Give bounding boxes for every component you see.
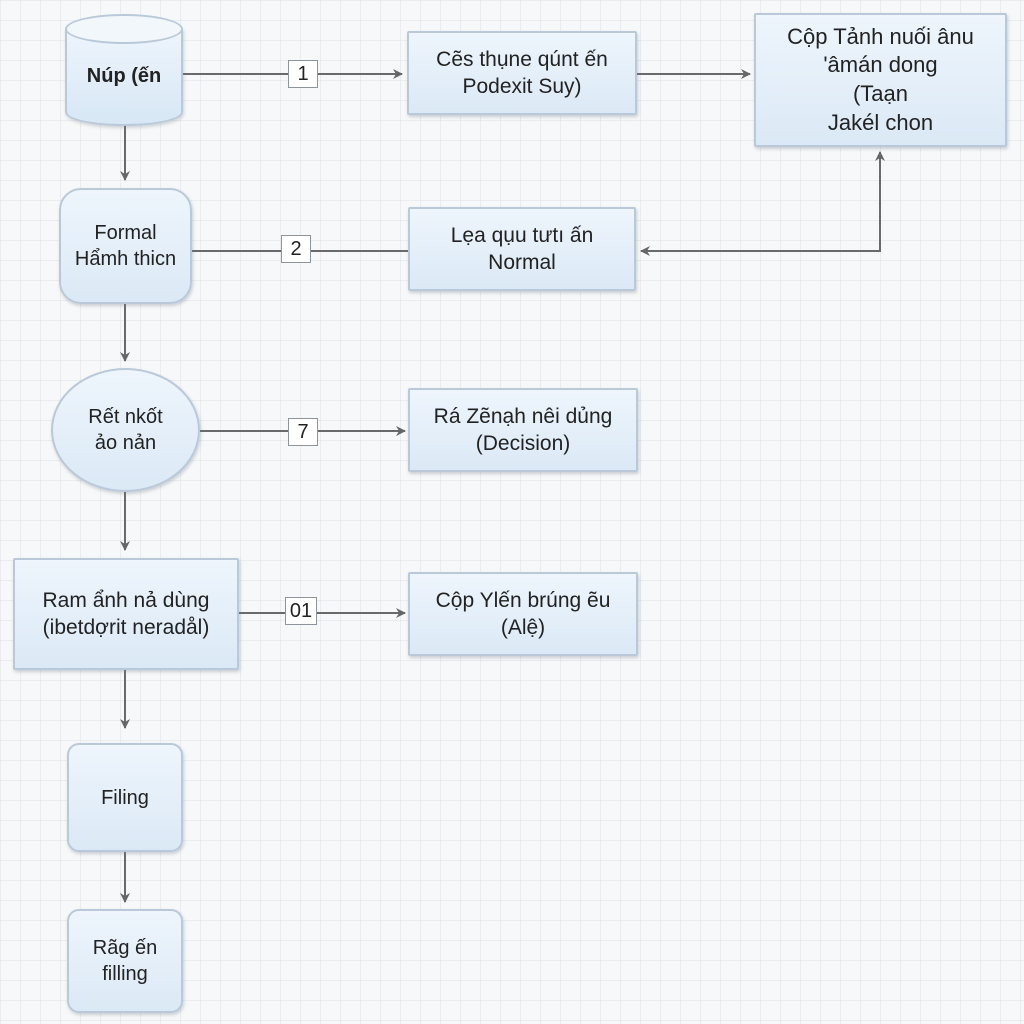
normal-line-1: Lẹa qụu tưtı ấn <box>450 223 594 247</box>
end-line-1: Rãg ến <box>92 937 158 959</box>
decision-line-1: Rá Zẽnạh nêi dủng <box>433 404 613 428</box>
edge-badge-3-label: 7 <box>297 420 309 443</box>
end-line-2: filling <box>102 963 148 985</box>
step-top-line-2: Podexit Suy) <box>462 75 582 98</box>
end-node: Rãg ến filling <box>67 909 183 1013</box>
formal-node: Formal Hẩmh thicn <box>59 188 192 304</box>
ret-line-1: Rết nkốt <box>88 406 163 428</box>
start-database-top <box>65 14 183 44</box>
start-node-label: Núp (ến <box>86 64 162 87</box>
result-top-line-4: Jakél chon <box>827 109 934 135</box>
ram-line-2: (ibetdợrit neradål) <box>42 616 210 639</box>
formal-line-2: Hẩmh thicn <box>74 248 177 270</box>
start-database-node: Núp (ến <box>65 28 183 126</box>
result-top-line-2: 'âmán dong <box>823 52 938 78</box>
cop-line-1: Cộp Ylến brúng ẽu <box>435 588 611 612</box>
ram-node: Ram ẩnh nả dùng (ibetdợrit neradål) <box>13 558 239 670</box>
result-top-node: Cộp Tảnh nuối ânu 'âmán dong (Taạn Jakél… <box>754 13 1007 147</box>
edge-badge-2: 2 <box>281 235 311 263</box>
arrow-result-to-normal <box>640 154 881 256</box>
result-top-line-3: (Taạn <box>852 81 909 106</box>
cop-line-2: (Alệ) <box>500 616 546 639</box>
edge-badge-1: 1 <box>288 60 318 88</box>
edge-badge-2-label: 2 <box>290 237 302 260</box>
filling-node: Filing <box>67 743 183 852</box>
step-top-node: Cẽs thụne qúnt ến Podexit Suy) <box>407 31 637 115</box>
normal-line-2: Normal <box>488 251 556 274</box>
decision-line-2: (Decision) <box>475 432 571 455</box>
ret-node: Rết nkốt ảo nản <box>51 368 200 492</box>
decision-node: Rá Zẽnạh nêi dủng (Decision) <box>408 388 638 472</box>
result-top-line-1: Cộp Tảnh nuối ânu <box>787 23 974 49</box>
edge-badge-4-label: 01 <box>289 599 313 622</box>
normal-node: Lẹa qụu tưtı ấn Normal <box>408 207 636 291</box>
filling-label: Filing <box>101 786 149 809</box>
ram-line-1: Ram ẩnh nả dùng <box>42 588 210 612</box>
formal-line-1: Formal <box>94 222 157 244</box>
edge-badge-3: 7 <box>288 418 318 446</box>
step-top-line-1: Cẽs thụne qúnt ến <box>436 47 608 71</box>
cop-node: Cộp Ylến brúng ẽu (Alệ) <box>408 572 638 656</box>
edge-badge-1-label: 1 <box>297 62 309 85</box>
edge-badge-4: 01 <box>285 597 317 625</box>
ret-line-2: ảo nản <box>94 432 157 454</box>
